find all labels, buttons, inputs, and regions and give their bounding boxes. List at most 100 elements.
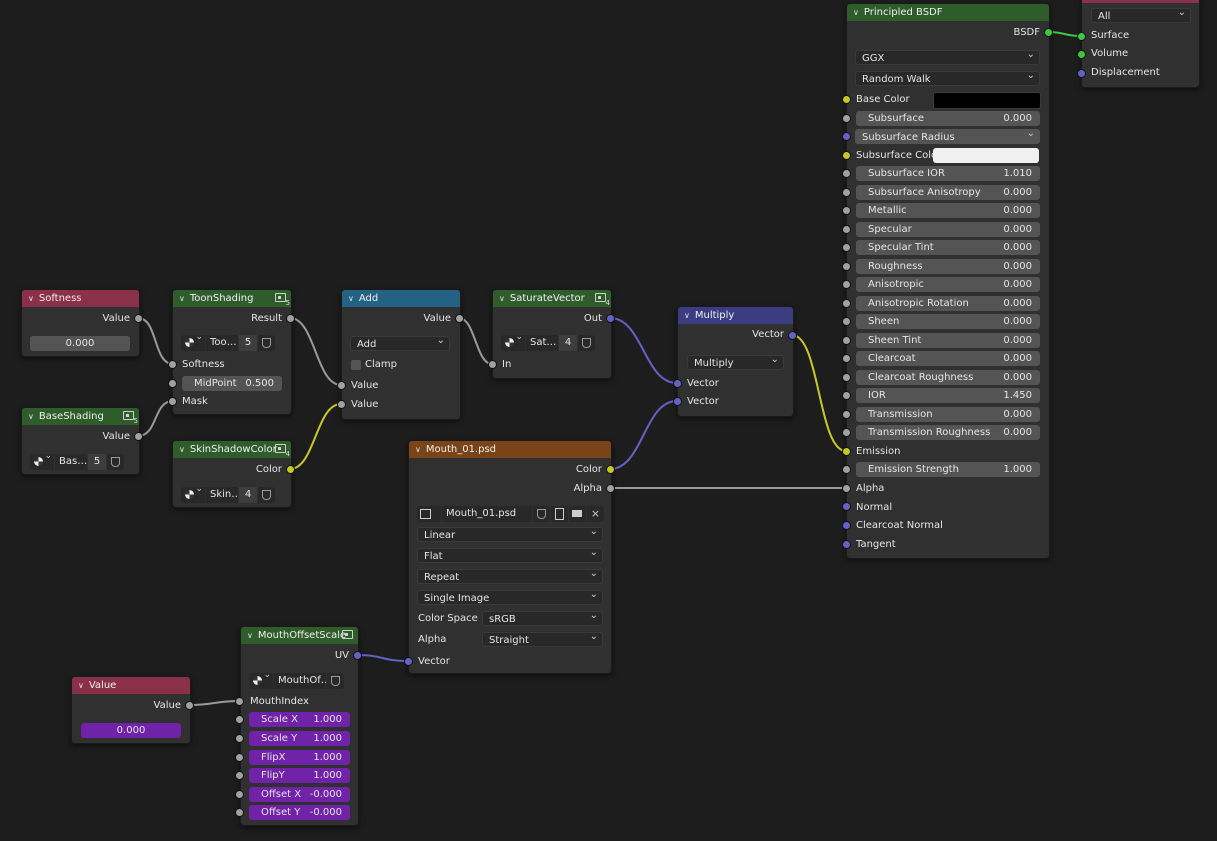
input-socket[interactable] (842, 280, 851, 289)
target-dropdown[interactable]: All (1091, 5, 1191, 23)
input-socket[interactable] (168, 379, 177, 388)
output-socket[interactable] (1044, 28, 1053, 37)
datablock-users[interactable]: 4 (559, 335, 577, 351)
fake-user-icon[interactable] (327, 673, 344, 689)
input-socket[interactable] (842, 391, 851, 400)
group-datablock[interactable]: Sat… 4 (501, 332, 595, 351)
param-field[interactable]: Scale X 1.000 (249, 712, 350, 727)
input-socket[interactable] (235, 790, 244, 799)
collapse-chevron-icon[interactable]: ∨ (78, 681, 84, 690)
subsurface-color-swatch[interactable] (933, 148, 1039, 163)
output-socket[interactable] (134, 432, 143, 441)
input-socket[interactable] (404, 657, 413, 666)
midpoint-field[interactable]: MidPoint 0.500 (182, 376, 282, 391)
node-header[interactable]: ∨MouthOffsetScale (241, 627, 358, 644)
datablock-users[interactable]: 5 (88, 454, 106, 470)
node-material-output[interactable]: All Surface Volume Displacement (1081, 0, 1200, 88)
param-field[interactable]: FlipY 1.000 (249, 768, 350, 783)
datablock-users[interactable]: 5 (239, 335, 257, 351)
group-datablock[interactable]: MouthOf… (249, 670, 344, 689)
input-socket[interactable] (842, 225, 851, 234)
output-socket[interactable] (455, 314, 464, 323)
node-principled-bsdf[interactable]: ∨Principled BSDF BSDF GGX Random Walk Ba… (846, 3, 1050, 559)
clamp-checkbox[interactable] (351, 360, 361, 370)
output-socket[interactable] (286, 465, 295, 474)
group-datablock[interactable]: Too… 5 (181, 332, 275, 351)
input-socket[interactable] (842, 243, 851, 252)
source-dropdown[interactable]: Single Image (417, 587, 603, 605)
node-tree-icon[interactable] (181, 332, 205, 351)
output-socket[interactable] (788, 331, 797, 340)
node-softness[interactable]: ∨Softness Value 0.000 (21, 289, 140, 357)
datablock-name[interactable]: Skin… (206, 487, 238, 503)
node-tree-icon[interactable] (249, 670, 273, 689)
param-field[interactable]: Emission Strength 1.000 (856, 462, 1040, 477)
input-socket[interactable] (842, 206, 851, 215)
node-header[interactable] (1082, 0, 1199, 3)
input-socket[interactable] (673, 379, 682, 388)
input-socket[interactable] (842, 114, 851, 123)
node-tree-icon[interactable] (501, 332, 525, 351)
input-socket[interactable] (842, 95, 851, 104)
input-socket[interactable] (235, 808, 244, 817)
subsurface-radius-dropdown[interactable]: Subsurface Radius (855, 126, 1040, 144)
image-datablock[interactable]: Mouth_01.psd × (417, 506, 604, 522)
node-header[interactable]: ∨Softness (22, 290, 139, 307)
input-socket[interactable] (842, 465, 851, 474)
input-socket[interactable] (235, 753, 244, 762)
collapse-chevron-icon[interactable]: ∨ (499, 294, 505, 303)
datablock-users[interactable]: 4 (239, 487, 257, 503)
open-image-icon[interactable] (569, 506, 586, 522)
input-socket[interactable] (842, 354, 851, 363)
node-tree-icon[interactable] (30, 451, 54, 470)
node-header[interactable]: ∨Principled BSDF (847, 4, 1049, 21)
input-socket[interactable] (1077, 32, 1086, 41)
input-socket[interactable] (1077, 69, 1086, 78)
param-field[interactable]: Offset X -0.000 (249, 787, 350, 802)
datablock-name[interactable]: Bas… (55, 454, 87, 470)
input-socket[interactable] (842, 540, 851, 549)
output-socket[interactable] (134, 314, 143, 323)
input-socket[interactable] (673, 397, 682, 406)
input-socket[interactable] (842, 317, 851, 326)
datablock-name[interactable]: Too… (206, 335, 238, 351)
node-image-texture[interactable]: ∨Mouth_01.psd Color Alpha Mouth_01.psd ×… (408, 440, 612, 674)
input-socket[interactable] (842, 428, 851, 437)
output-socket[interactable] (606, 484, 615, 493)
group-datablock[interactable]: Skin… 4 (181, 484, 275, 503)
input-socket[interactable] (337, 400, 346, 409)
fake-user-icon[interactable] (258, 487, 275, 503)
collapse-chevron-icon[interactable]: ∨ (28, 294, 34, 303)
node-multiply[interactable]: ∨Multiply Vector Multiply Vector Vector (677, 306, 794, 417)
input-socket[interactable] (842, 410, 851, 419)
input-socket[interactable] (842, 188, 851, 197)
input-socket[interactable] (842, 447, 851, 456)
node-header[interactable]: ∨Add (342, 290, 460, 307)
node-header[interactable]: ∨Mouth_01.psd (409, 441, 611, 458)
extension-dropdown[interactable]: Repeat (417, 566, 603, 584)
output-socket[interactable] (286, 314, 295, 323)
input-socket[interactable] (842, 373, 851, 382)
colorspace-dropdown[interactable]: sRGB (482, 608, 603, 626)
param-field[interactable]: Scale Y 1.000 (249, 731, 350, 746)
operation-dropdown[interactable]: Add (350, 333, 450, 351)
image-name[interactable]: Mouth_01.psd (442, 506, 532, 522)
input-socket[interactable] (168, 397, 177, 406)
